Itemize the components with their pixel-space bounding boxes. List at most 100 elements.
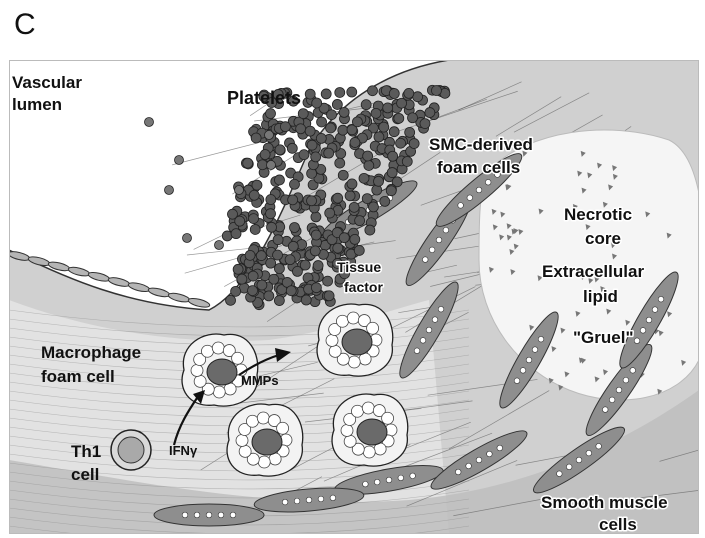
lipid-vacuole	[326, 334, 338, 346]
lipid-droplet	[363, 481, 369, 487]
lipid-droplet	[455, 469, 461, 475]
label-smc-foam-1: SMC-derived	[429, 135, 533, 154]
lipid-droplet	[497, 445, 503, 451]
platelet	[365, 225, 375, 235]
lipid-droplet	[306, 497, 312, 503]
lipid-droplet	[526, 357, 532, 363]
lipid-droplet	[630, 368, 636, 374]
lipid-vacuole	[212, 342, 224, 354]
platelet	[231, 229, 241, 239]
label-tissue-factor-1: Tissue	[337, 259, 381, 275]
free-platelet	[267, 161, 276, 170]
label-smooth-muscle-2: cells	[599, 515, 637, 534]
platelet	[287, 143, 297, 153]
platelet	[335, 158, 345, 168]
lipid-droplet	[566, 464, 572, 470]
platelet	[368, 202, 378, 212]
macrophage-nucleus	[342, 329, 372, 355]
label-tissue-factor-2: factor	[344, 279, 383, 295]
platelet	[338, 125, 348, 135]
platelet	[313, 261, 323, 271]
free-platelet	[235, 186, 244, 195]
label-th1-1: Th1	[71, 442, 101, 461]
lipid-droplet	[386, 477, 392, 483]
platelet	[408, 113, 418, 123]
lipid-droplet	[206, 512, 212, 518]
lipid-droplet	[487, 451, 493, 457]
label-necrotic-1: Necrotic	[564, 205, 632, 224]
lipid-droplet	[282, 499, 288, 505]
platelet	[350, 137, 360, 147]
platelet	[387, 168, 397, 178]
platelet	[307, 140, 317, 150]
label-vascular-lumen-2: lumen	[12, 95, 62, 114]
lipid-vacuole	[232, 352, 244, 364]
platelet	[335, 87, 345, 97]
lipid-vacuole	[257, 412, 269, 424]
lipid-droplet	[426, 327, 432, 333]
label-macrophage-2: foam cell	[41, 367, 115, 386]
lipid-droplet	[532, 347, 538, 353]
platelet	[339, 233, 349, 243]
platelet	[266, 258, 276, 268]
platelet	[264, 291, 274, 301]
platelet	[300, 260, 310, 270]
free-platelet	[265, 131, 274, 140]
lipid-vacuole	[277, 422, 289, 434]
platelet	[350, 234, 360, 244]
platelet	[374, 132, 384, 142]
lipid-droplet	[467, 195, 473, 201]
platelet	[307, 196, 317, 206]
platelet	[266, 209, 276, 219]
lipid-droplet	[230, 512, 236, 518]
label-smc-foam-2: foam cells	[437, 158, 520, 177]
lipid-vacuole	[362, 402, 374, 414]
platelet	[338, 170, 348, 180]
lipid-droplet	[623, 377, 629, 383]
lipid-droplet	[596, 443, 602, 449]
lipid-vacuole	[329, 345, 341, 357]
label-platelets: Platelets	[227, 88, 301, 108]
platelet	[409, 139, 419, 149]
lipid-droplet	[436, 237, 442, 243]
lipid-vacuole	[258, 456, 270, 468]
free-platelet	[215, 241, 224, 250]
lipid-droplet	[429, 247, 435, 253]
platelet	[325, 208, 335, 218]
lipid-droplet	[646, 317, 652, 323]
lipid-droplet	[576, 457, 582, 463]
platelet	[372, 185, 382, 195]
platelet	[425, 108, 435, 118]
platelet	[237, 274, 247, 284]
platelet	[298, 109, 308, 119]
platelet	[324, 291, 334, 301]
lipid-droplet	[586, 450, 592, 456]
platelet	[305, 89, 315, 99]
label-ifn-gamma: IFNγ	[169, 443, 198, 458]
lipid-vacuole	[336, 315, 348, 327]
platelet	[226, 295, 236, 305]
platelet	[299, 150, 309, 160]
platelet	[301, 295, 311, 305]
platelet	[311, 283, 321, 293]
platelet	[275, 145, 285, 155]
platelet	[231, 286, 241, 296]
platelet	[286, 286, 296, 296]
platelet	[311, 212, 321, 222]
platelet	[333, 243, 343, 253]
platelet	[289, 179, 299, 189]
platelet	[274, 175, 284, 185]
platelet	[355, 216, 365, 226]
lipid-droplet	[652, 307, 658, 313]
lipid-droplet	[438, 306, 444, 312]
macrophage-nucleus	[252, 429, 282, 455]
lipid-droplet	[432, 317, 438, 323]
platelet	[266, 195, 276, 205]
lipid-droplet	[330, 495, 336, 501]
lipid-vacuole	[348, 356, 360, 368]
platelet	[389, 89, 399, 99]
free-platelet	[145, 118, 154, 127]
lipid-droplet	[658, 296, 664, 302]
platelet	[361, 100, 371, 110]
platelet	[386, 186, 396, 196]
